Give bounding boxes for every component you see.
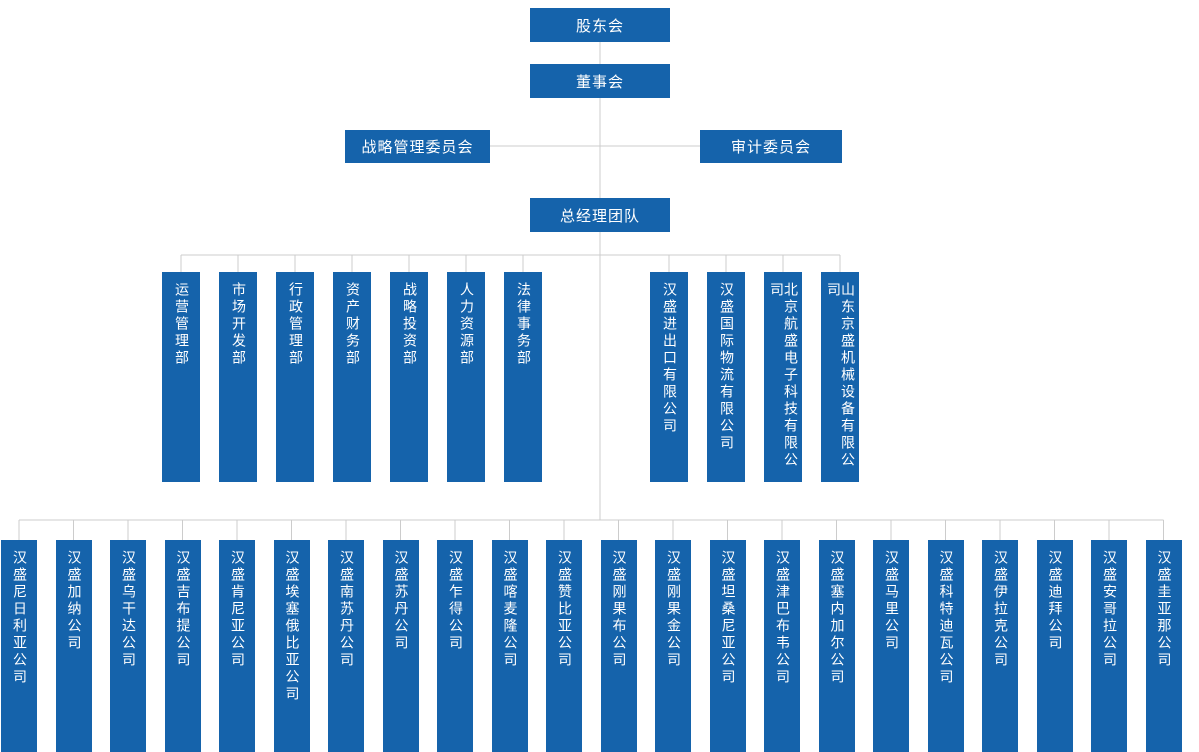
- subsidiary-box: 汉盛国际物流有限公司: [707, 272, 745, 482]
- department-box: 运营管理部: [162, 272, 200, 482]
- overseas-company-box-label: 汉盛圭亚那公司: [1155, 550, 1172, 669]
- overseas-company-box: 汉盛加纳公司: [55, 540, 92, 752]
- gm-team-label: 总经理团队: [559, 206, 640, 225]
- overseas-company-box: 汉盛津巴布韦公司: [764, 540, 800, 752]
- overseas-company-box: 汉盛埃塞俄比亚公司: [273, 540, 310, 752]
- overseas-company-box-label: 汉盛坦桑尼亚公司: [719, 550, 736, 686]
- overseas-company-box: 汉盛苏丹公司: [382, 540, 419, 752]
- subsidiary-box: 山东京盛机械设备有限公司: [821, 272, 859, 482]
- overseas-company-box-label: 汉盛赞比亚公司: [556, 550, 572, 669]
- department-box-label: 人力资源部: [458, 282, 474, 367]
- overseas-company-box-label: 汉盛南苏丹公司: [338, 550, 354, 669]
- overseas-company-box: 汉盛吉布提公司: [164, 540, 201, 752]
- department-box-label: 行政管理部: [287, 282, 303, 367]
- department-box-label: 资产财务部: [344, 282, 360, 367]
- overseas-company-box: 汉盛喀麦隆公司: [491, 540, 528, 752]
- overseas-company-box-label: 汉盛刚果金公司: [665, 550, 681, 669]
- strategy-committee-box: 战略管理委员会: [345, 130, 490, 163]
- overseas-company-box: 汉盛坦桑尼亚公司: [709, 540, 746, 752]
- overseas-company-box-label: 汉盛苏丹公司: [392, 550, 409, 652]
- overseas-company-box: 汉盛赞比亚公司: [546, 540, 582, 752]
- overseas-company-box: 汉盛刚果布公司: [600, 540, 637, 752]
- overseas-company-box: 汉盛迪拜公司: [1036, 540, 1073, 752]
- subsidiary-box: 北京航盛电子科技有限公司: [764, 272, 802, 482]
- shareholders-box: 股东会: [530, 8, 670, 42]
- department-box: 资产财务部: [333, 272, 371, 482]
- overseas-company-box-label: 汉盛吉布提公司: [174, 550, 191, 669]
- subsidiary-box: 汉盛进出口有限公司: [650, 272, 688, 482]
- overseas-company-box-label: 汉盛乍得公司: [447, 550, 463, 652]
- overseas-company-box-label: 汉盛迪拜公司: [1046, 550, 1063, 652]
- overseas-company-box-label: 汉盛尼日利亚公司: [11, 550, 27, 686]
- overseas-company-box: 汉盛乍得公司: [437, 540, 473, 752]
- overseas-company-box-label: 汉盛马里公司: [883, 550, 899, 652]
- board-box: 董事会: [530, 64, 670, 98]
- audit-committee-box: 审计委员会: [700, 130, 842, 163]
- department-box-label: 运营管理部: [173, 282, 189, 367]
- overseas-company-box-label: 汉盛加纳公司: [65, 550, 82, 652]
- overseas-company-box: 汉盛安哥拉公司: [1091, 540, 1127, 752]
- overseas-company-box: 汉盛圭亚那公司: [1145, 540, 1182, 752]
- board-label: 董事会: [575, 72, 624, 91]
- department-box-label: 法律事务部: [515, 282, 531, 367]
- overseas-company-box-label: 汉盛埃塞俄比亚公司: [283, 550, 300, 703]
- overseas-company-box: 汉盛尼日利亚公司: [1, 540, 37, 752]
- overseas-company-box: 汉盛科特迪瓦公司: [927, 540, 964, 752]
- overseas-company-box-label: 汉盛肯尼亚公司: [229, 550, 245, 669]
- overseas-company-box-label: 汉盛刚果布公司: [610, 550, 627, 669]
- subsidiary-box-label: 汉盛国际物流有限公司: [718, 282, 734, 452]
- overseas-company-box: 汉盛南苏丹公司: [328, 540, 364, 752]
- subsidiary-box-label: 北京航盛电子科技有限公司: [768, 282, 798, 469]
- strategy-committee-label: 战略管理委员会: [361, 138, 474, 156]
- overseas-company-box: 汉盛乌干达公司: [110, 540, 146, 752]
- overseas-company-box-label: 汉盛安哥拉公司: [1101, 550, 1117, 669]
- department-box: 行政管理部: [276, 272, 314, 482]
- overseas-company-box: 汉盛伊拉克公司: [982, 540, 1018, 752]
- overseas-company-box: 汉盛马里公司: [873, 540, 909, 752]
- overseas-company-box-label: 汉盛伊拉克公司: [992, 550, 1008, 669]
- overseas-company-box-label: 汉盛乌干达公司: [120, 550, 136, 669]
- overseas-company-box-label: 汉盛津巴布韦公司: [774, 550, 790, 686]
- overseas-company-box-label: 汉盛科特迪瓦公司: [937, 550, 954, 686]
- shareholders-label: 股东会: [575, 16, 624, 35]
- department-box-label: 战略投资部: [401, 282, 417, 367]
- department-box: 人力资源部: [447, 272, 485, 482]
- department-box: 战略投资部: [390, 272, 428, 482]
- overseas-company-box: 汉盛肯尼亚公司: [219, 540, 255, 752]
- audit-committee-label: 审计委员会: [730, 138, 811, 156]
- overseas-company-box: 汉盛刚果金公司: [655, 540, 691, 752]
- subsidiary-box-label: 山东京盛机械设备有限公司: [825, 282, 855, 469]
- gm-team-box: 总经理团队: [530, 198, 670, 232]
- overseas-company-box-label: 汉盛塞内加尔公司: [828, 550, 845, 686]
- overseas-company-box-label: 汉盛喀麦隆公司: [501, 550, 518, 669]
- department-box: 法律事务部: [504, 272, 542, 482]
- subsidiary-box-label: 汉盛进出口有限公司: [661, 282, 677, 435]
- overseas-company-box: 汉盛塞内加尔公司: [818, 540, 855, 752]
- department-box: 市场开发部: [219, 272, 257, 482]
- department-box-label: 市场开发部: [230, 282, 246, 367]
